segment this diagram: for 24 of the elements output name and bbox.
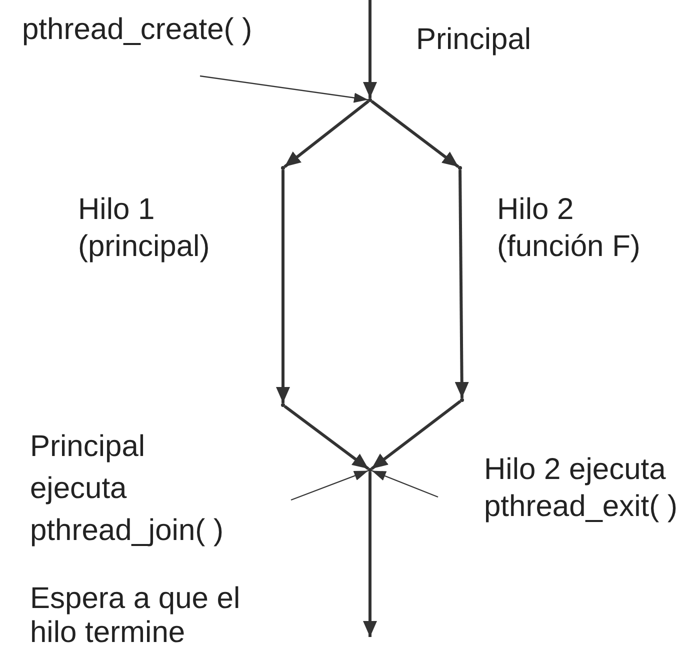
- junction-point: [458, 166, 462, 170]
- thread-label: Hilo 2 (función F): [497, 192, 642, 265]
- leader-line: [372, 470, 438, 498]
- leader-line: [290, 470, 368, 501]
- annotation-text: pthread_create( ): [22, 12, 302, 76]
- arrow: [284, 405, 370, 470]
- arrow: [370, 400, 462, 470]
- junction-point: [368, 98, 372, 102]
- junction-point: [281, 403, 285, 407]
- junction-point: [368, 468, 372, 472]
- thread-label: Espera a que el hilo termine: [30, 582, 242, 650]
- leader-line: [200, 75, 368, 103]
- annotation-text: Principal ejecuta pthread_join( ): [30, 426, 291, 552]
- arrow: [284, 100, 370, 168]
- arrow: [363, 0, 377, 98]
- arrow: [276, 170, 290, 403]
- arrow: [363, 472, 377, 637]
- thread-label: Principal: [416, 22, 532, 58]
- thread-label: Hilo 1 (principal): [78, 192, 211, 265]
- arrow: [370, 100, 460, 168]
- junction-point: [460, 398, 464, 402]
- junction-point: [281, 166, 285, 170]
- annotation-text: Hilo 2 ejecuta pthread_exit( ): [438, 451, 691, 525]
- arrow: [454, 170, 469, 398]
